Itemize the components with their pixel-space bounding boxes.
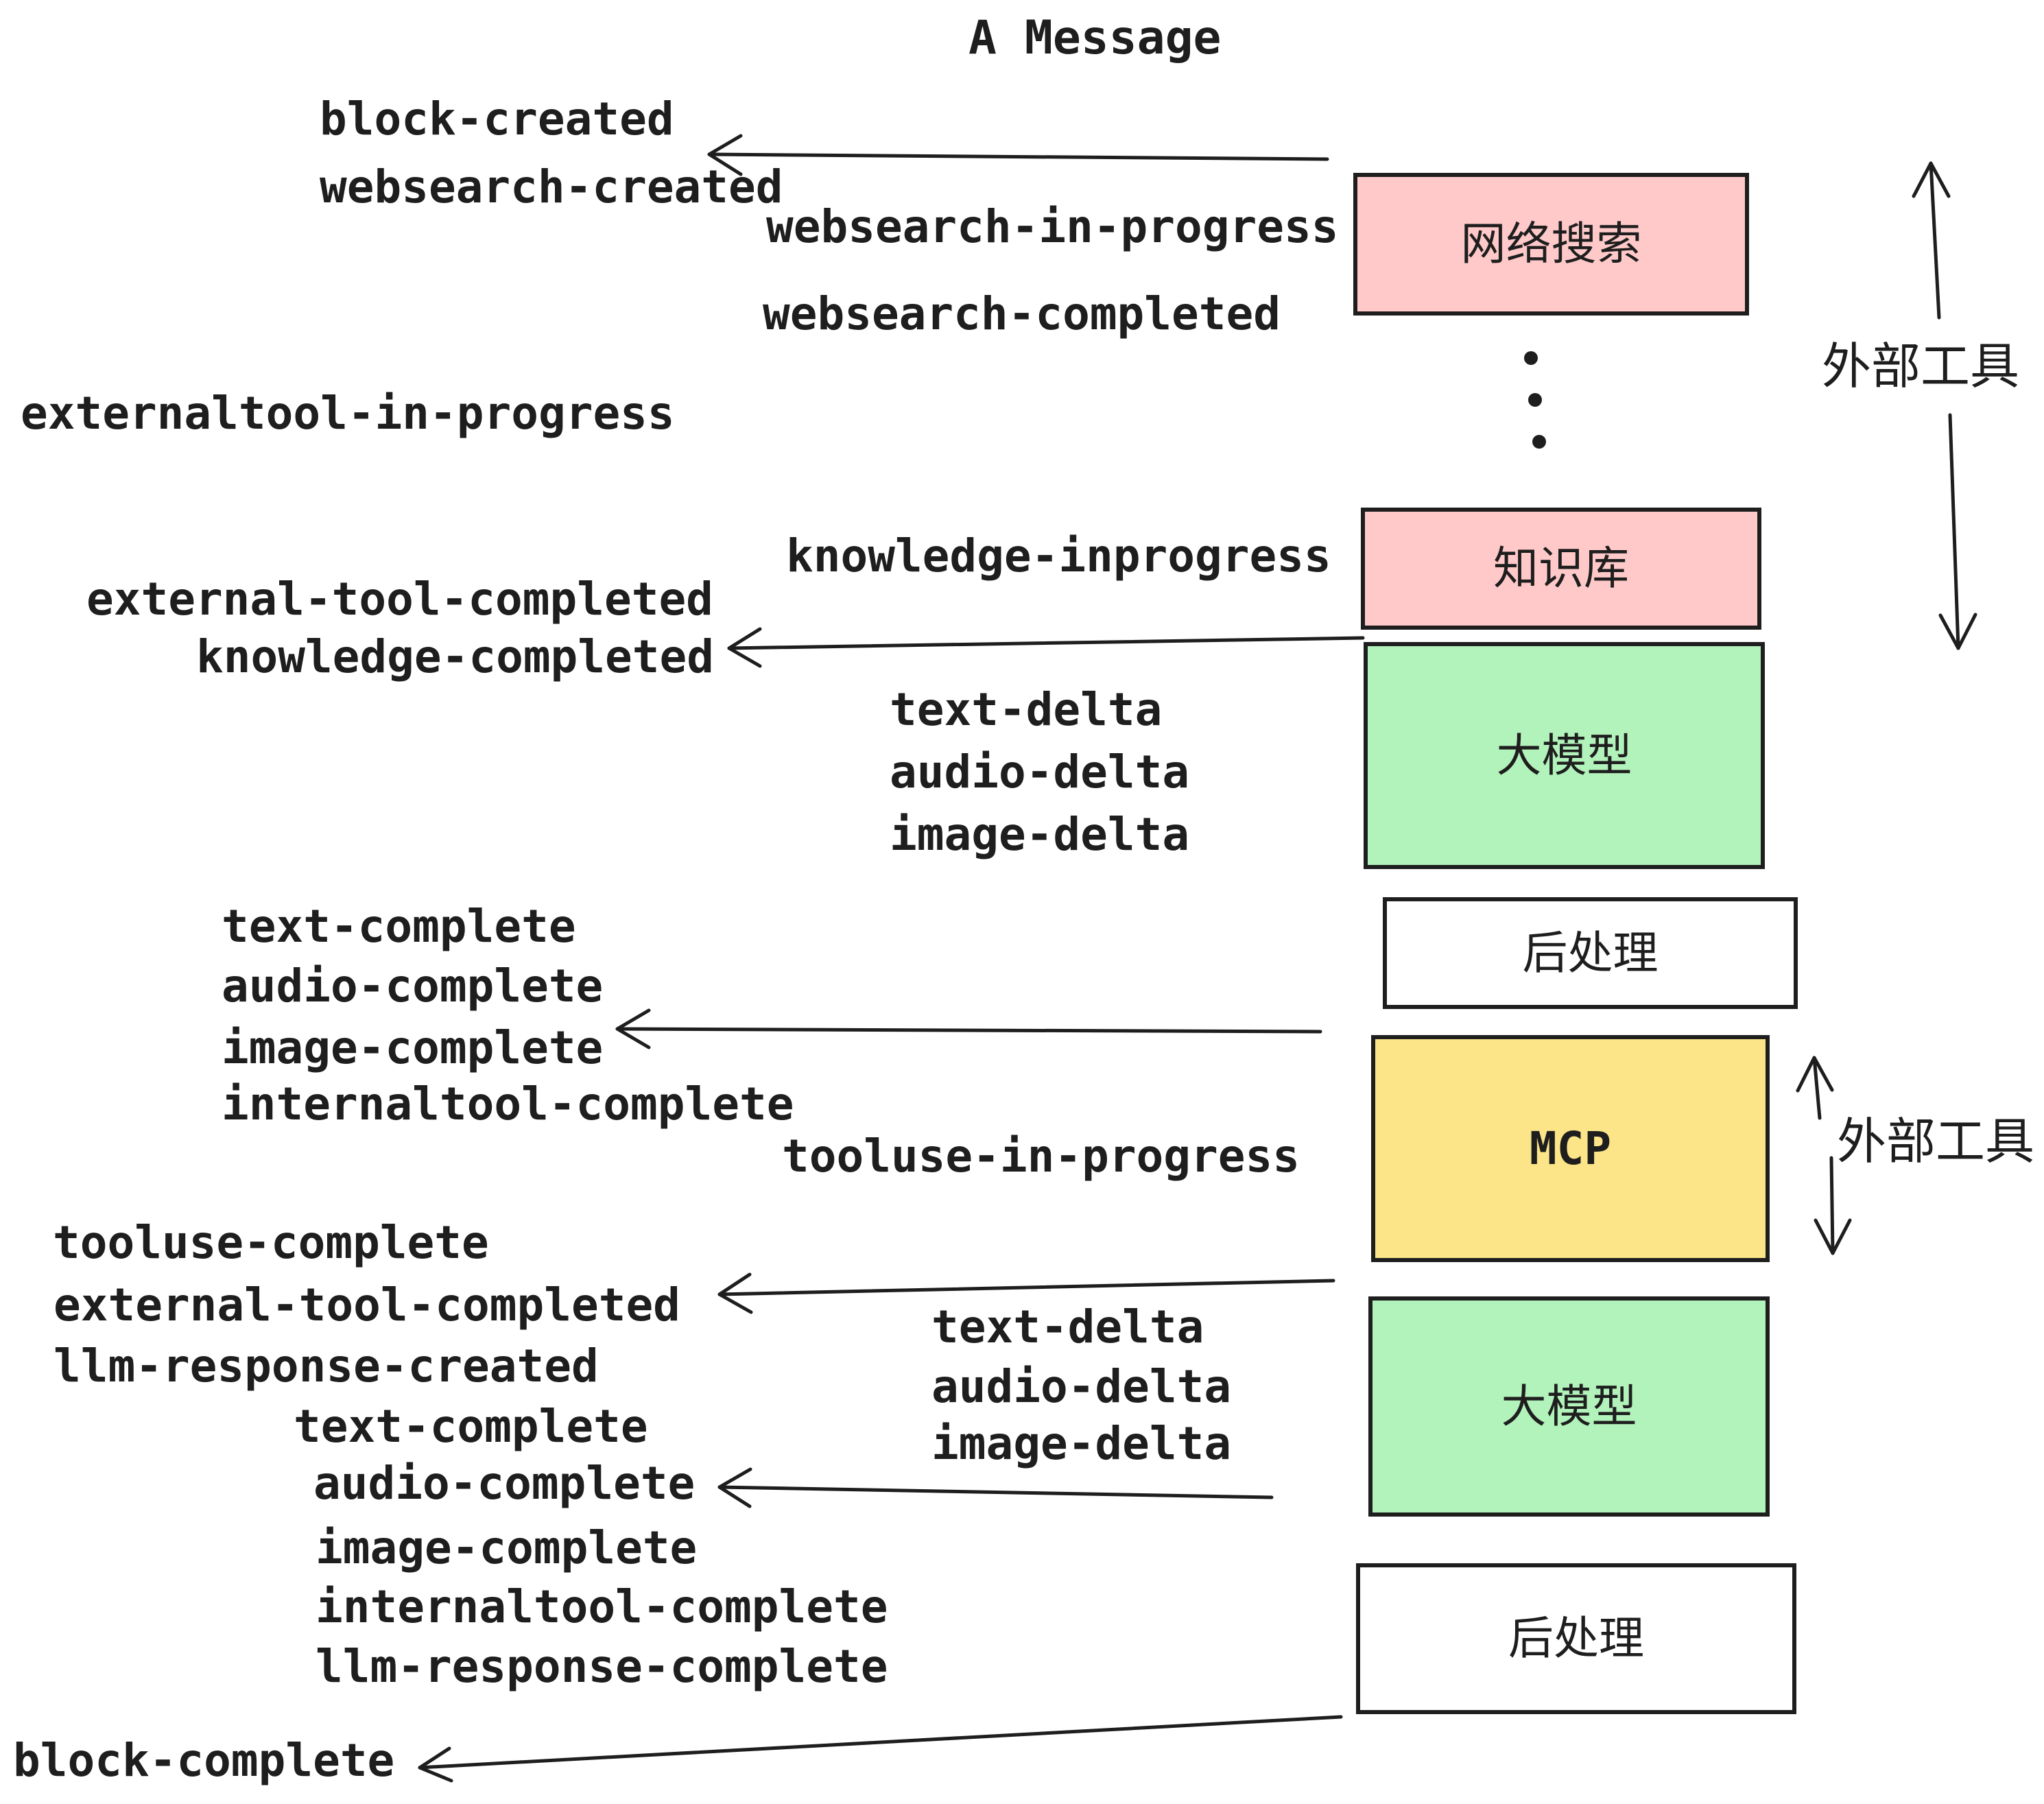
arrow-knowledge-completed [727,636,1365,650]
event-tooluse-complete: tooluse-complete [53,1216,489,1269]
box-postprocess-1-label: 后处理 [1522,926,1659,980]
event-websearch-created: websearch-created [320,161,783,213]
event-image-delta-1: image-delta [890,808,1190,861]
box-llm-1-label: 大模型 [1496,728,1632,782]
box-llm-2: 大模型 [1368,1296,1770,1517]
event-image-complete-1: image-complete [222,1021,604,1074]
box-websearch: 网络搜索 [1353,173,1749,316]
external-tools-mcp-label: 外部工具 [1837,1113,2035,1170]
event-knowledge-inprogress: knowledge-inprogress [786,530,1331,582]
box-llm-2-label: 大模型 [1501,1379,1637,1433]
event-websearch-in-progress: websearch-in-progress [766,200,1339,253]
event-llm-response-created: llm-response-created [54,1340,599,1392]
external-tools-mcp-arrow-up [1812,1056,1822,1120]
event-external-tool-completed-1: external-tool-completed [86,573,713,626]
arrow-block-complete [418,1715,1343,1770]
event-text-delta-2: text-delta [931,1301,1204,1353]
box-mcp: MCP [1371,1035,1770,1262]
arrow-knowledge-completed-head [727,627,762,668]
arrow-websearch-created [707,152,1329,161]
event-image-complete-2: image-complete [316,1521,698,1574]
box-postprocess-1: 后处理 [1383,897,1798,1009]
external-tools-mcp-arrow-down [1829,1156,1835,1255]
event-external-tool-completed-2: external-tool-completed [54,1279,680,1331]
box-postprocess-2: 后处理 [1356,1563,1796,1714]
external-tools-top-arrow-down [1948,413,1960,650]
event-tooluse-in-progress: tooluse-in-progress [782,1130,1300,1183]
event-text-delta-1: text-delta [890,683,1163,736]
event-block-created: block-created [320,93,674,145]
external-tools-top-arrow-up [1929,161,1941,320]
event-audio-complete-2: audio-complete [313,1457,696,1510]
arrow-complete-1-head [615,1008,651,1049]
arrow-block-complete-head [418,1746,453,1783]
event-externaltool-in-progress: externaltool-in-progress [21,387,675,440]
ellipsis-dots [1524,351,1546,449]
box-websearch-label: 网络搜索 [1460,217,1642,270]
event-image-delta-2: image-delta [931,1417,1232,1470]
external-tools-top-arrow-up-head [1912,161,1951,198]
event-audio-complete-1: audio-complete [222,960,604,1012]
arrow-complete-2-head [717,1467,752,1508]
event-internaltool-complete-1: internaltool-complete [222,1078,794,1130]
box-knowledge-label: 知识库 [1493,542,1629,595]
external-tools-top-label: 外部工具 [1822,337,2020,395]
arrow-websearch-created-head [707,134,743,176]
box-knowledge: 知识库 [1361,508,1761,630]
event-block-complete: block-complete [13,1734,395,1787]
box-llm-1: 大模型 [1364,642,1765,869]
diagram-title: A Message [968,11,1222,65]
event-audio-delta-2: audio-delta [931,1360,1232,1413]
external-tools-top-arrow-down-head [1938,613,1977,650]
event-internaltool-complete-2: internaltool-complete [316,1580,888,1633]
box-mcp-label: MCP [1529,1121,1612,1175]
event-knowledge-completed: knowledge-completed [196,630,714,683]
event-llm-response-complete: llm-response-complete [316,1640,888,1693]
event-text-complete-1: text-complete [222,900,576,953]
event-text-complete-2: text-complete [294,1400,648,1453]
arrow-complete-1 [615,1027,1322,1034]
external-tools-mcp-arrow-down-head [1814,1218,1852,1255]
event-websearch-completed: websearch-completed [763,287,1281,340]
arrow-complete-2 [717,1485,1274,1499]
event-audio-delta-1: audio-delta [890,746,1190,798]
external-tools-mcp-arrow-up-head [1796,1056,1834,1093]
box-postprocess-2-label: 后处理 [1508,1612,1644,1665]
arrow-tooluse-complete [717,1279,1335,1296]
arrow-tooluse-complete-head [717,1272,753,1314]
